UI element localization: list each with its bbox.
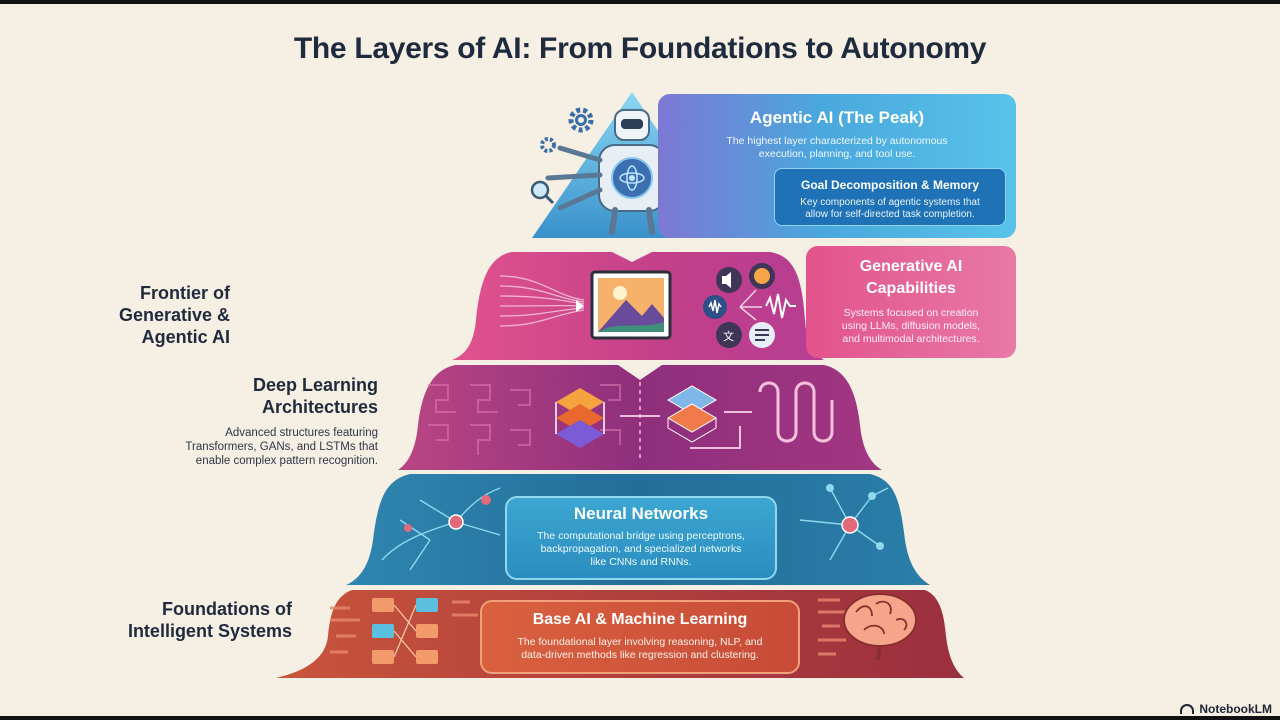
notebooklm-logo-icon [1180, 704, 1195, 714]
label-deep-learning-description: Advanced structures featuring Transforme… [185, 427, 378, 467]
speaker-icon [716, 267, 742, 293]
base-heading: Base AI & Machine Learning [532, 611, 748, 628]
robot-icon [545, 109, 719, 235]
brain-icon [843, 593, 917, 661]
flow-arrows [620, 411, 752, 449]
audio-waveform-icon [765, 293, 796, 319]
agentic-heading: Agentic AI (The Peak) [749, 108, 925, 127]
notebooklm-badge: NotebookLM [1180, 702, 1272, 716]
base-card: Base AI & Machine Learning The foundatio… [480, 600, 800, 674]
connector-lines [739, 289, 762, 321]
circuit-node [826, 484, 834, 492]
neuron-node [404, 524, 412, 532]
neuron-node [481, 495, 491, 505]
stacked-layers-icon [555, 388, 605, 448]
agentic-description: The highest layer characterized by auton… [726, 135, 948, 160]
gear-icon [568, 107, 594, 133]
notebooklm-label: NotebookLM [1199, 702, 1272, 716]
label-frontier-heading: Frontier of Generative & Agentic AI [118, 283, 230, 347]
translate-glyph: 文 [723, 329, 734, 343]
translate-icon: 文 [716, 322, 742, 348]
circuit-node [876, 542, 884, 550]
neural-description: The computational bridge using perceptro… [537, 530, 745, 568]
gear-small-icon [540, 137, 556, 153]
label-deep-learning: Deep Learning Architectures Advanced str… [150, 374, 378, 468]
agentic-sub-description: Key components of agentic systems that a… [800, 197, 980, 220]
label-foundations-heading: Foundations of Intelligent Systems [127, 599, 292, 641]
arrow-icon [576, 300, 584, 312]
circuit-node [841, 516, 859, 534]
transformer-block-icon [667, 385, 717, 443]
circuit-network-right [799, 487, 889, 561]
code-lines-right [818, 598, 848, 656]
generative-card: Generative AI Capabilities Systems focus… [806, 246, 1016, 358]
generative-description: Systems focused on creation using LLMs, … [841, 307, 981, 345]
pattern-texture [428, 384, 621, 455]
label-frontier: Frontier of Generative & Agentic AI [80, 282, 230, 348]
image-icon [590, 270, 672, 340]
magnifier-icon [530, 180, 555, 205]
label-foundations: Foundations of Intelligent Systems [90, 598, 292, 642]
waveform-icon [703, 295, 727, 319]
agentic-sub-card: Goal Decomposition & Memory Key componen… [774, 168, 1006, 226]
code-lines-left [330, 600, 478, 654]
circuit-node [868, 492, 876, 500]
base-description: The foundational layer involving reasoni… [517, 636, 763, 661]
label-deep-learning-heading: Deep Learning Architectures [252, 375, 378, 417]
neural-heading: Neural Networks [573, 504, 709, 523]
neuron-node [448, 514, 464, 530]
agentic-sub-heading: Goal Decomposition & Memory [800, 178, 980, 192]
neuron-network-left [381, 487, 501, 571]
face-emoji-icon [749, 263, 775, 289]
generative-heading: Generative AI Capabilities [859, 258, 963, 297]
lstm-loop-icon [758, 381, 834, 443]
folder-flow-icon [372, 598, 438, 664]
agentic-card: Agentic AI (The Peak) The highest layer … [658, 94, 1016, 238]
page-title: The Layers of AI: From Foundations to Au… [293, 32, 987, 65]
neural-card: Neural Networks The computational bridge… [505, 496, 777, 580]
document-icon [749, 322, 775, 348]
